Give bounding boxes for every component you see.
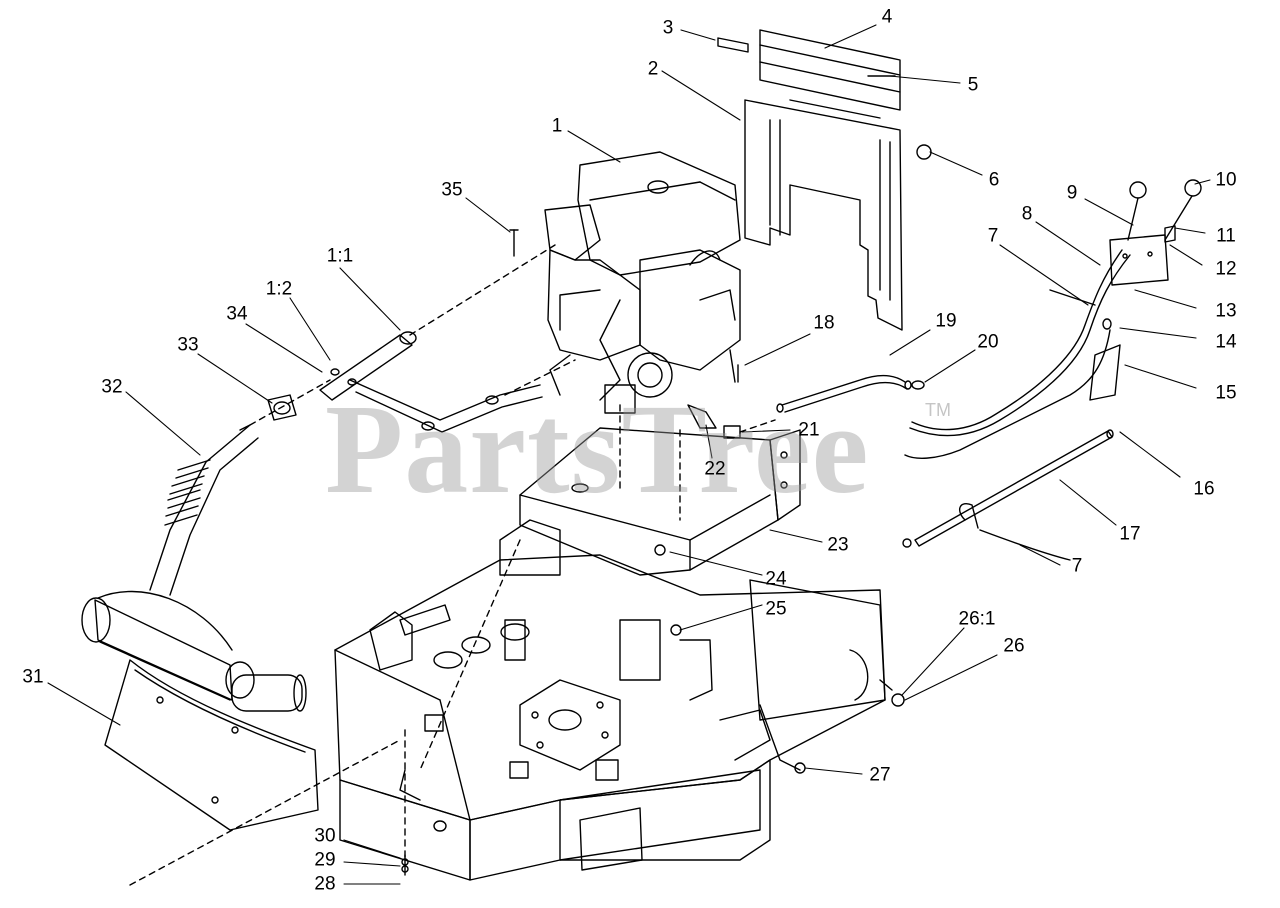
- callout-10: 10: [1215, 169, 1237, 191]
- callout-25: 25: [765, 598, 787, 620]
- heat-shield-part: [717, 29, 932, 331]
- callout-27: 27: [869, 764, 891, 786]
- exhaust-tube-part: [149, 379, 331, 596]
- callout-1-1: 1:1: [326, 245, 354, 267]
- callout-6: 6: [988, 169, 1000, 191]
- control-rod-part: [902, 429, 1114, 561]
- callout-33: 33: [177, 334, 199, 356]
- callout-9: 9: [1066, 182, 1078, 204]
- callout-15: 15: [1215, 382, 1237, 404]
- frame-chassis-part: [129, 519, 886, 886]
- partstree-watermark: PartsTree: [325, 378, 870, 520]
- engine-part: [544, 151, 741, 414]
- callout-14: 14: [1215, 331, 1237, 353]
- fuel-line-part: [776, 375, 925, 413]
- callout-23: 23: [827, 534, 849, 556]
- callout-26-1: 26:1: [958, 608, 996, 630]
- callout-24: 24: [765, 568, 787, 590]
- callout-1-2: 1:2: [265, 278, 293, 300]
- callout-8: 8: [1021, 203, 1033, 225]
- callout-29: 29: [314, 849, 336, 871]
- control-cable-part: [904, 249, 1131, 459]
- callout-1: 1: [551, 115, 563, 137]
- callout-21: 21: [798, 419, 820, 441]
- callout-28: 28: [314, 873, 336, 895]
- callout-11: 11: [1216, 225, 1236, 247]
- callout-5: 5: [967, 74, 979, 96]
- callout-2: 2: [647, 58, 659, 80]
- callout-32: 32: [101, 376, 123, 398]
- callout-31: 31: [22, 666, 44, 688]
- callout-16: 16: [1193, 478, 1215, 500]
- callout-13: 13: [1215, 300, 1237, 322]
- callout-22: 22: [704, 458, 726, 480]
- callout-17: 17: [1119, 523, 1141, 545]
- callout-35: 35: [441, 179, 463, 201]
- trademark-symbol: TM: [925, 400, 951, 420]
- muffler-part: [81, 590, 307, 712]
- callout-12: 12: [1215, 258, 1237, 280]
- callout-34: 34: [226, 303, 248, 325]
- callout-leader-lines: [47, 24, 1211, 885]
- callout-18: 18: [813, 312, 835, 334]
- callout-3: 3: [662, 17, 674, 39]
- muffler-guard-part: [104, 659, 319, 831]
- fuel-fitting-part: [687, 404, 776, 439]
- callout-19: 19: [935, 310, 957, 332]
- callout-20: 20: [977, 331, 999, 353]
- callout-4: 4: [881, 6, 893, 28]
- callout-7-lower: 7: [1071, 555, 1083, 577]
- engine-mount-plate-part: [519, 404, 801, 576]
- callout-26: 26: [1003, 635, 1025, 657]
- throttle-control-part: [1109, 179, 1202, 286]
- hardware-part: [401, 229, 905, 876]
- exhaust-pipe-part: [319, 244, 576, 433]
- callout-30: 30: [314, 825, 336, 847]
- callout-7: 7: [987, 225, 999, 247]
